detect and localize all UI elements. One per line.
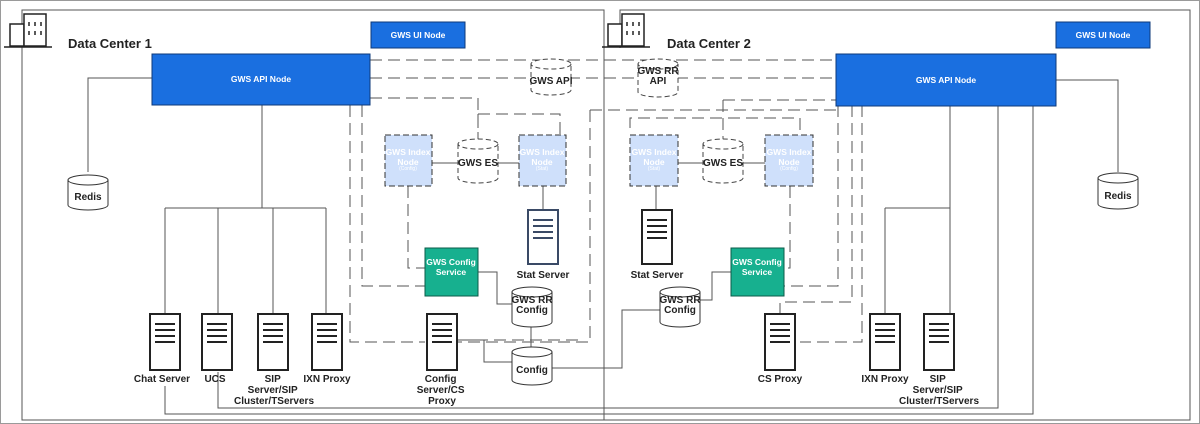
dc1-gws-es-db: [457, 138, 499, 184]
dc1-ui-node: [370, 21, 466, 49]
dc1-ucs-server: [201, 313, 233, 371]
dc1-index-config-sub: (Config): [399, 166, 417, 172]
dc2-sip-label: SIP Server/SIP Cluster/TServers: [899, 374, 979, 407]
dc1-ucs-label: UCS: [204, 374, 225, 385]
dashed-connections: [349, 59, 863, 343]
dc2-stat-server: [641, 209, 673, 265]
dc2-redis-label: Redis: [1104, 191, 1132, 202]
dc2-gws-es-db: [702, 138, 744, 184]
dc2-title: Data Center 2: [667, 36, 751, 51]
dc1-sip-label: SIP Server/SIP Cluster/TServers: [234, 374, 314, 407]
dc1-index-config-node: [384, 134, 433, 187]
dc1-index-stat-node: [518, 134, 567, 187]
dc1-title: Data Center 1: [68, 36, 152, 51]
dc2-ixn-proxy-label: IXN Proxy: [861, 374, 909, 385]
dc2-rr-config-db: [659, 286, 701, 328]
dc2-api-node-label: GWS API Node: [916, 75, 976, 85]
dc1-chat-server: [149, 313, 181, 371]
dc1-ixn-proxy-label: IXN Proxy: [303, 374, 351, 385]
dc1-stat-server: [527, 209, 559, 265]
dc1-gws-es-label: GWS ES: [458, 158, 498, 169]
dc2-cs-proxy-label: CS Proxy: [758, 374, 803, 385]
dc2-ui-node: [1055, 21, 1151, 49]
dc1-config-server: [426, 313, 458, 371]
dc1-redis-db: [67, 174, 109, 211]
dc1-sip-server: [257, 313, 289, 371]
dc2-config-service: [730, 247, 785, 297]
solid-connections: [87, 77, 1119, 415]
dc1-config-service: [424, 247, 479, 297]
dc2-border: [604, 9, 1191, 421]
dc1-config-db: [511, 346, 553, 386]
dc2-ixn-proxy-server: [869, 313, 901, 371]
dc2-gws-es-label: GWS ES: [703, 158, 743, 169]
dc1-stat-server-label: Stat Server: [517, 270, 570, 281]
dc1-rr-config-db: [511, 286, 553, 328]
dc1-api-node: [151, 53, 371, 106]
gws-rr-api-db: [637, 58, 679, 98]
dc2-index-config-node: [764, 134, 814, 187]
dc2-redis-db: [1097, 172, 1139, 210]
dc1-border: [21, 9, 605, 421]
dc1-redis-label: Redis: [74, 192, 102, 203]
dc2-sip-server: [923, 313, 955, 371]
dc1-config-server-label: Config Server/CS Proxy: [417, 374, 468, 407]
dc1-index-stat-sub: (Stat): [536, 166, 549, 172]
dc1-api-node-label: GWS API Node: [231, 74, 291, 84]
gws-api-db: [530, 58, 572, 96]
dc2-ui-node-label: GWS UI Node: [1076, 30, 1131, 40]
dc1-config-label: Config: [516, 365, 548, 376]
dc2-api-node: [835, 53, 1057, 107]
dc2-index-stat-node: [629, 134, 679, 187]
dc1-ui-node-label: GWS UI Node: [391, 30, 446, 40]
building-icon-dc1: [4, 13, 52, 48]
dc2-cs-proxy-server: [764, 313, 796, 371]
building-icon-dc2: [602, 13, 650, 48]
dc1-chat-server-label: Chat Server: [134, 374, 190, 385]
dc1-ixn-proxy-server: [311, 313, 343, 371]
dc2-stat-server-label: Stat Server: [631, 270, 684, 281]
dc2-index-stat-sub: (Stat): [648, 166, 661, 172]
gws-api-label: GWS API: [530, 76, 573, 87]
dc2-index-config-sub: (Config): [780, 166, 798, 172]
